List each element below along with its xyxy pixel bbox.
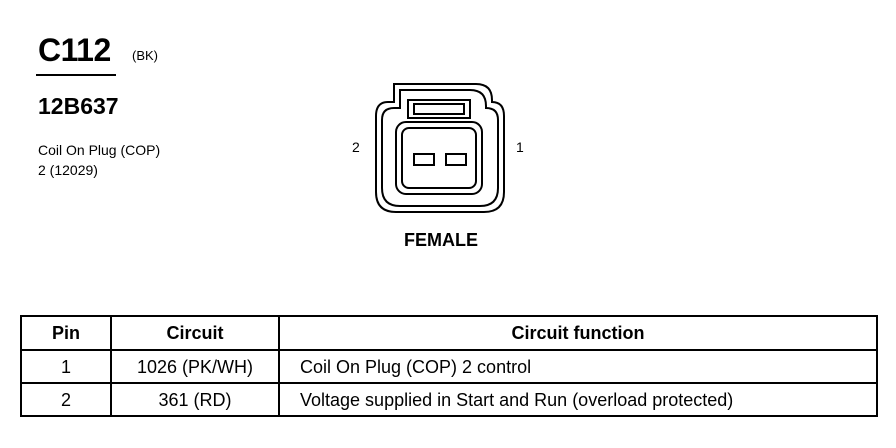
connector-id: C112 <box>38 32 111 68</box>
connector-color: (BK) <box>132 48 158 63</box>
pin-label-1: 1 <box>516 139 524 155</box>
cell-circuit: 1026 (PK/WH) <box>110 349 280 384</box>
connector-id-underline <box>36 74 116 76</box>
pin-table: Pin Circuit Circuit function 1 1026 (PK/… <box>20 315 878 417</box>
pin-label-2: 2 <box>352 139 360 155</box>
connector-description-line1: Coil On Plug (COP) <box>38 142 161 158</box>
terminal-pin-1 <box>445 153 467 166</box>
table-header-row: Pin Circuit Circuit function <box>20 315 878 351</box>
header-circuit: Circuit <box>110 315 280 351</box>
cell-pin: 1 <box>20 349 112 384</box>
locking-tab <box>407 99 471 119</box>
cell-pin: 2 <box>20 382 112 417</box>
connector-gender-label: FEMALE <box>404 230 478 250</box>
header-pin: Pin <box>20 315 112 351</box>
terminal-cavity <box>395 121 483 195</box>
terminal-cavity-inner <box>401 127 477 189</box>
table-row: 2 361 (RD) Voltage supplied in Start and… <box>20 382 878 417</box>
terminal-pin-2 <box>413 153 435 166</box>
connector-inner-shell <box>381 89 499 207</box>
header-circuit-function: Circuit function <box>278 315 878 351</box>
cell-circuit-function: Voltage supplied in Start and Run (overl… <box>278 382 878 417</box>
connector-face-diagram <box>375 83 505 213</box>
connector-description-line2: 2 (12029) <box>38 162 98 178</box>
cell-circuit: 361 (RD) <box>110 382 280 417</box>
cell-circuit-function: Coil On Plug (COP) 2 control <box>278 349 878 384</box>
locking-tab-inner <box>413 103 465 115</box>
part-number: 12B637 <box>38 93 119 119</box>
connector-outer-shell <box>375 83 505 213</box>
table-row: 1 1026 (PK/WH) Coil On Plug (COP) 2 cont… <box>20 349 878 384</box>
